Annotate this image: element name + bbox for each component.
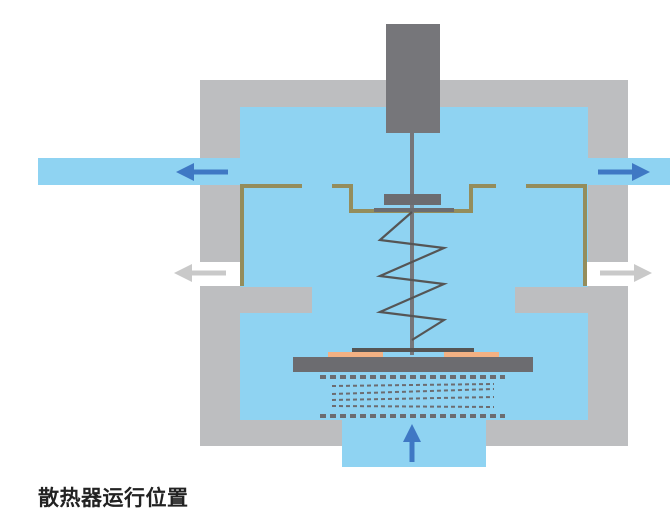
partition-right	[515, 287, 628, 313]
wax-element-line-2	[331, 383, 495, 387]
bypass-left-arrow-icon	[174, 264, 226, 282]
arrow-right-icon	[598, 163, 650, 181]
bypass-right-arrow-icon	[600, 264, 652, 282]
baffle-left	[240, 184, 302, 286]
wax-element-line-3	[331, 388, 495, 395]
diagram-caption: 散热器运行位置	[38, 486, 189, 510]
baffle-right	[526, 184, 587, 286]
partition-left	[200, 287, 312, 313]
outlet-channel	[38, 158, 670, 185]
spring-coil	[375, 211, 449, 341]
arrow-left-icon	[176, 163, 228, 181]
valve-head	[384, 194, 441, 205]
valve-disk-plate	[293, 357, 533, 372]
wax-element-line-4	[331, 396, 495, 401]
spring-top-plate	[374, 208, 454, 212]
spring-bottom-plate	[352, 348, 474, 352]
contact-pad-left	[328, 352, 383, 357]
contact-pad-right	[444, 352, 499, 357]
actuator-top	[386, 24, 440, 133]
arrow-up-icon	[403, 424, 421, 462]
wax-element-line-5	[331, 405, 495, 408]
